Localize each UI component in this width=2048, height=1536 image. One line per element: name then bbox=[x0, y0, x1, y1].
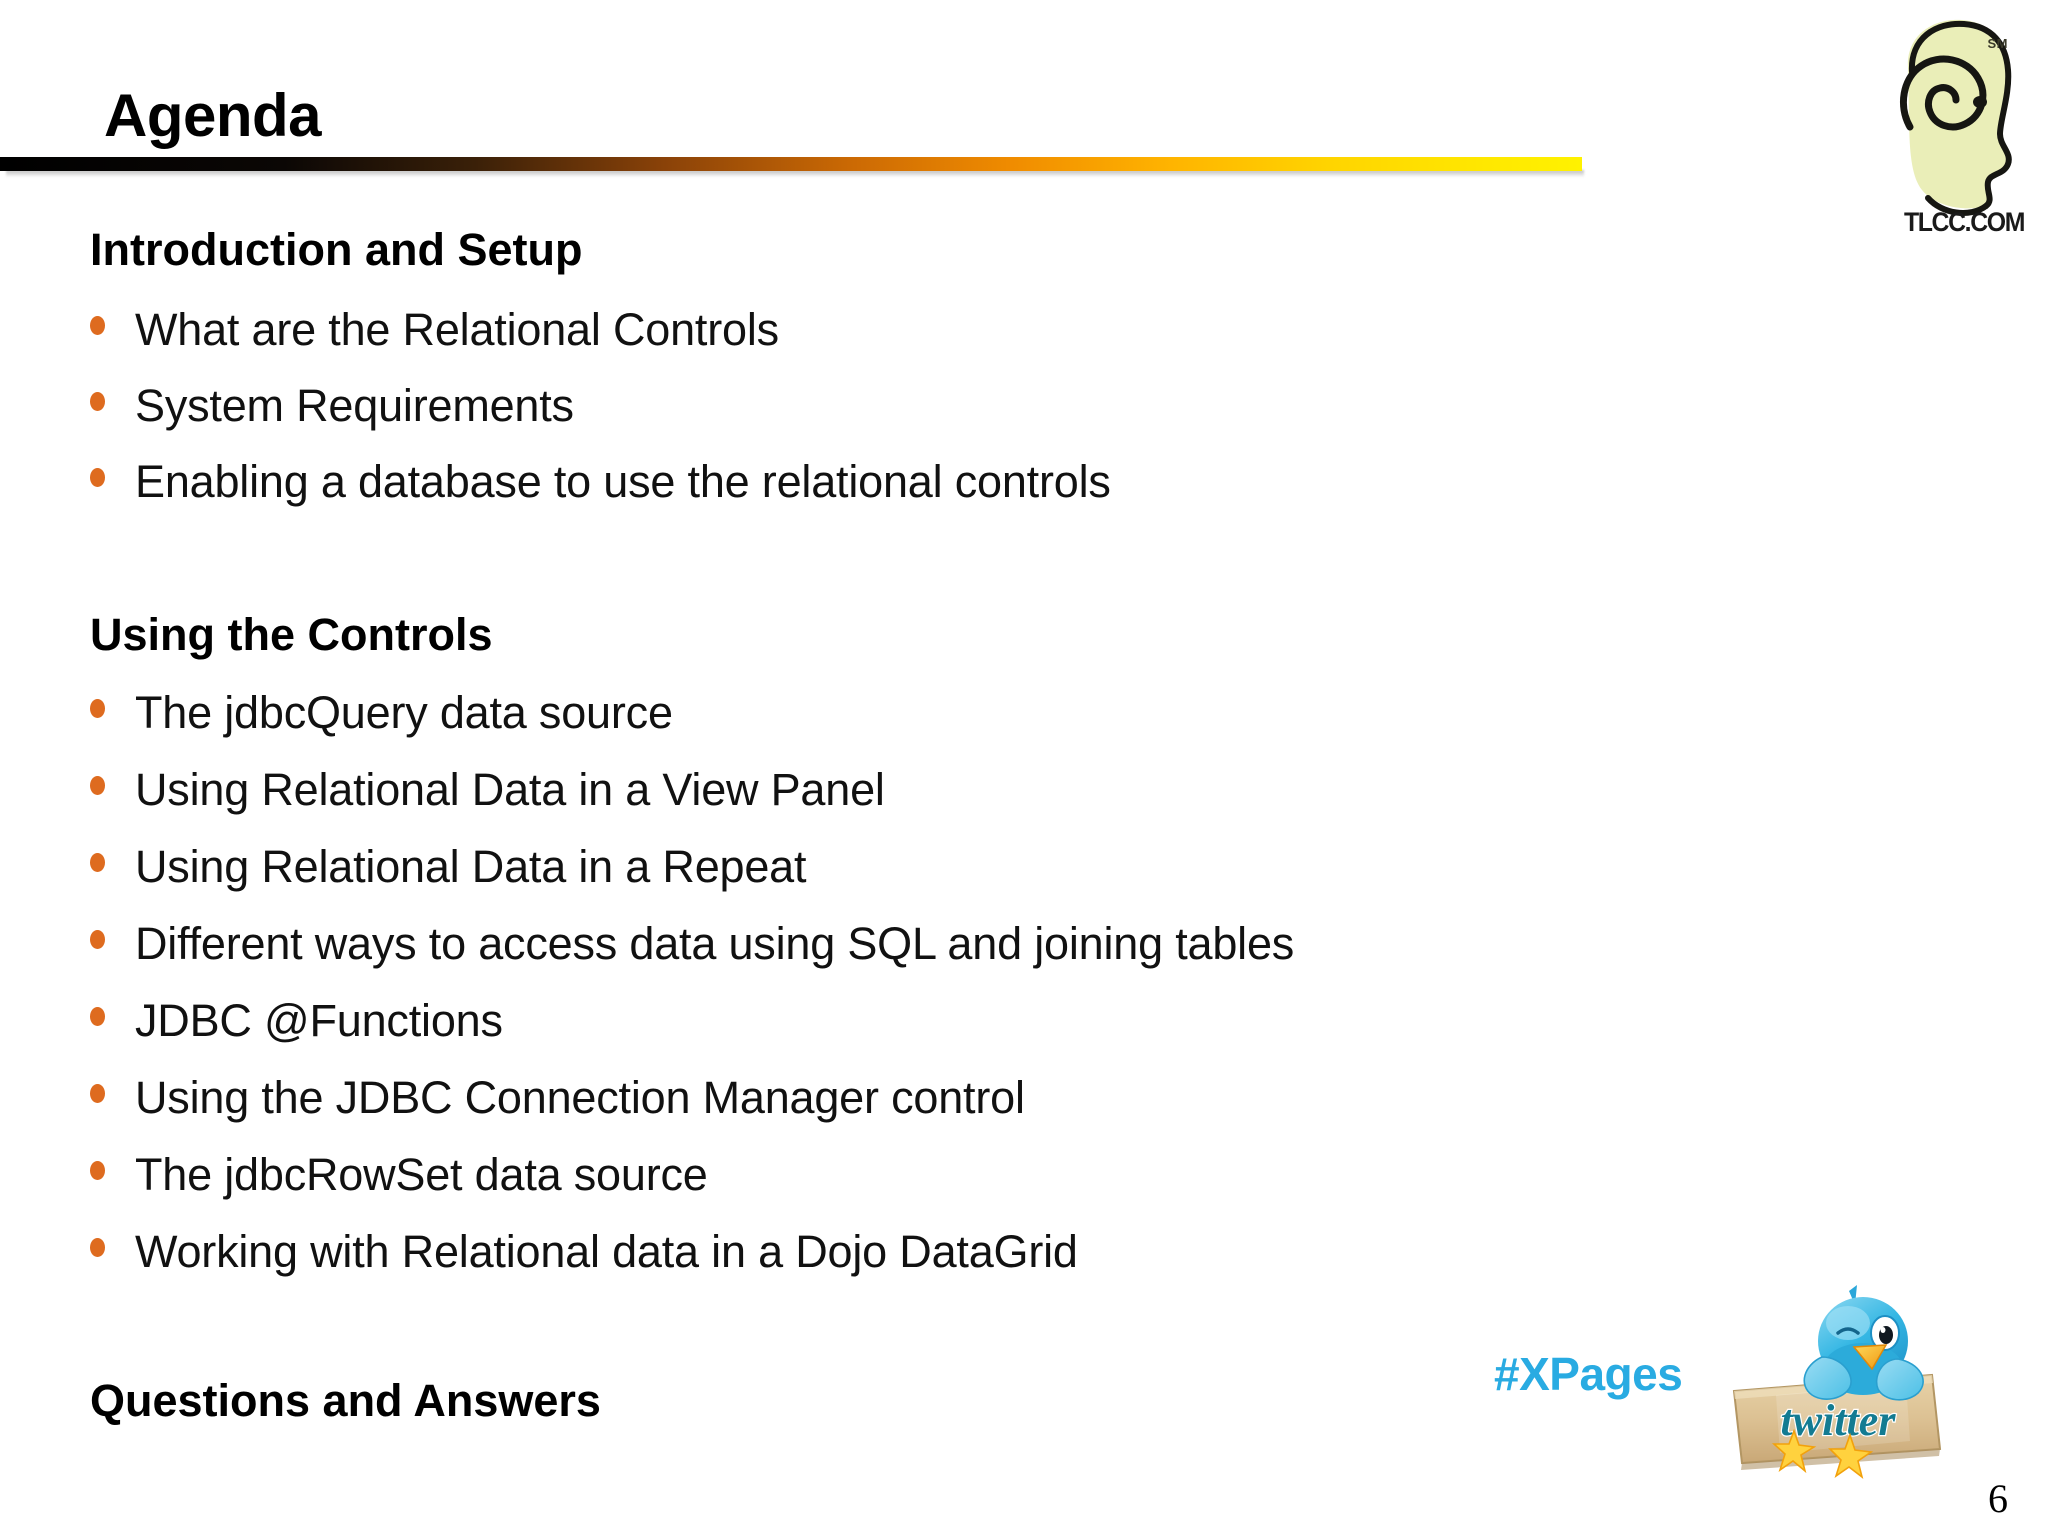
section-heading-questions-and-answers: Questions and Answers bbox=[90, 1375, 601, 1426]
xpages-hashtag: #XPages bbox=[1494, 1348, 1683, 1400]
list-item-label: System Requirements bbox=[135, 380, 574, 431]
list-item-label: The jdbcQuery data source bbox=[135, 687, 673, 738]
bullet-dot-icon bbox=[90, 1238, 105, 1257]
list-item-label: Different ways to access data using SQL … bbox=[135, 918, 1295, 969]
list-item: The jdbcQuery data source bbox=[90, 690, 673, 735]
list-item: The jdbcRowSet data source bbox=[90, 1152, 708, 1197]
star-burst-icon bbox=[1771, 1428, 1874, 1480]
bullet-dot-icon bbox=[90, 392, 105, 411]
bullet-dot-icon bbox=[90, 699, 105, 718]
list-item-label: What are the Relational Controls bbox=[135, 304, 779, 355]
title-divider bbox=[0, 157, 1584, 177]
tlcc-wordmark: TLCC.COM bbox=[1903, 207, 2025, 237]
twitter-bird-on-sign-icon: twitter bbox=[1726, 1283, 1956, 1483]
title-divider-gradient bbox=[0, 157, 1582, 171]
list-item-label: Using the JDBC Connection Manager contro… bbox=[135, 1072, 1025, 1123]
page-number: 6 bbox=[1988, 1476, 2008, 1521]
page-title: Agenda bbox=[104, 82, 322, 149]
list-item: Using Relational Data in a View Panel bbox=[90, 767, 885, 812]
list-item: Enabling a database to use the relationa… bbox=[90, 459, 1111, 504]
bullet-dot-icon bbox=[90, 1007, 105, 1026]
tlcc-sm-superscript: SM bbox=[1987, 36, 2008, 51]
list-item-label: Using Relational Data in a View Panel bbox=[135, 764, 885, 815]
list-item: System Requirements bbox=[90, 383, 574, 428]
tlcc-logo: SM TLCC.COM bbox=[1898, 14, 2030, 246]
bullet-dot-icon bbox=[90, 468, 105, 487]
bullet-dot-icon bbox=[90, 776, 105, 795]
list-item-label: Using Relational Data in a Repeat bbox=[135, 841, 807, 892]
list-item-label: Enabling a database to use the relationa… bbox=[135, 456, 1111, 507]
bullet-dot-icon bbox=[90, 930, 105, 949]
section-heading-using-the-controls: Using the Controls bbox=[90, 609, 493, 660]
bullet-dot-icon bbox=[90, 316, 105, 335]
list-item: JDBC @Functions bbox=[90, 998, 503, 1043]
bullet-dot-icon bbox=[90, 1161, 105, 1180]
section-heading-introduction-and-setup: Introduction and Setup bbox=[90, 224, 583, 275]
title-divider-shadow bbox=[6, 170, 1584, 177]
list-item-label: Working with Relational data in a Dojo D… bbox=[135, 1226, 1078, 1277]
list-item: Working with Relational data in a Dojo D… bbox=[90, 1229, 1078, 1274]
twitter-wordmark: twitter bbox=[1781, 1396, 1897, 1445]
bullet-dot-icon bbox=[90, 853, 105, 872]
list-item: Using the JDBC Connection Manager contro… bbox=[90, 1075, 1025, 1120]
list-item: Using Relational Data in a Repeat bbox=[90, 841, 807, 892]
list-item: What are the Relational Controls bbox=[90, 307, 779, 352]
list-item-label: The jdbcRowSet data source bbox=[135, 1149, 708, 1200]
tlcc-head-spiral-icon bbox=[1900, 19, 2012, 216]
list-item-label: JDBC @Functions bbox=[135, 995, 503, 1046]
list-item: Different ways to access data using SQL … bbox=[90, 921, 1294, 966]
bullet-dot-icon bbox=[90, 1084, 105, 1103]
